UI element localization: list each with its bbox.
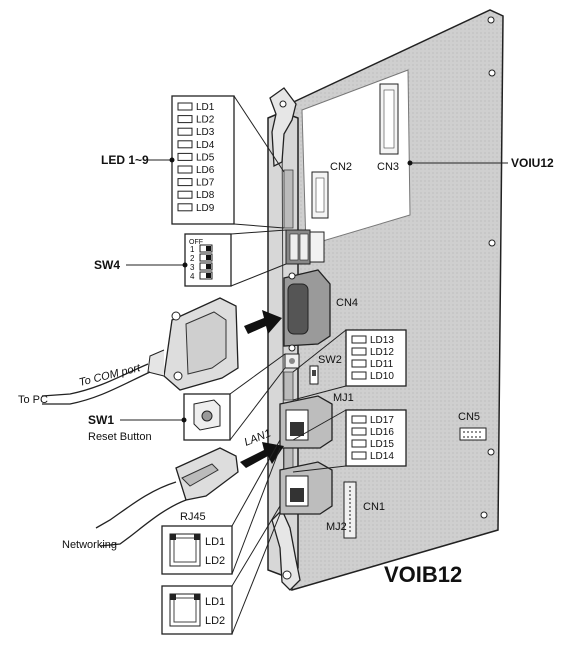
sw4-knob-3 — [206, 264, 211, 269]
sw4-knob-1 — [206, 246, 211, 251]
led-group-1-indicator-6 — [177, 165, 193, 174]
cn4-serial-connector — [283, 269, 331, 352]
led-group-1-indicator-9 — [177, 203, 193, 212]
mj2-ld2-label: LD2 — [205, 615, 225, 627]
led-group-2-label-3: LD11 — [370, 359, 394, 370]
sw2-label: SW2 — [318, 354, 342, 366]
cn4-label: CN4 — [336, 297, 358, 309]
rj45-label: RJ45 — [180, 511, 206, 523]
faceplate-led-strip-2 — [283, 371, 294, 401]
cn5-header — [459, 427, 487, 441]
led-group-3-indicator-1 — [351, 415, 367, 424]
led-group-1-label-4: LD4 — [196, 140, 215, 151]
serial-cable-plug — [41, 297, 239, 405]
sw4-knob-4 — [206, 273, 211, 278]
led-group-1-label-3: LD3 — [196, 127, 215, 138]
led-group-3-indicator-4 — [351, 451, 367, 460]
sw4-position-label-3: 3 — [190, 263, 195, 272]
mj1-ethernet-jack — [279, 395, 333, 449]
mj1-ld2-label: LD2 — [205, 555, 225, 567]
sw1-reset-button-on-board — [284, 353, 300, 369]
led-group-1-indicator-5 — [177, 152, 193, 161]
to-pc-label: To PC — [18, 394, 48, 406]
cn3-connector — [379, 83, 399, 155]
faceplate-led-strip-1 — [283, 169, 294, 229]
sw4-dip-switch — [285, 229, 325, 265]
sw4-label: SW4 — [94, 258, 120, 272]
led-group-2-label-1: LD13 — [370, 335, 394, 346]
mj1-label: MJ1 — [333, 392, 354, 404]
sw1-callout — [183, 353, 286, 441]
led-group-3-label-4: LD14 — [370, 451, 394, 462]
mj2-ld1-label: LD1 — [205, 596, 225, 608]
voiu12-label: VOIU12 — [511, 156, 554, 170]
led-group-1-indicator-7 — [177, 178, 193, 187]
led-group-2-indicator-3 — [351, 359, 367, 368]
arrow-to-mj1 — [240, 442, 284, 468]
led-group-2-indicator-4 — [351, 371, 367, 380]
led-group-1-label-9: LD9 — [196, 203, 215, 214]
cn1-connector — [343, 481, 357, 539]
led-group-1-label-6: LD6 — [196, 165, 215, 176]
mj2-led-callout — [161, 505, 281, 635]
led-group-1-label-5: LD5 — [196, 152, 215, 163]
com-port-label: To COM port — [78, 362, 143, 389]
cn1-label: CN1 — [363, 501, 385, 513]
rj45-plug — [95, 447, 239, 547]
cn5-label: CN5 — [458, 411, 480, 423]
sw1-subtitle: Reset Button — [88, 431, 152, 443]
mj2-ethernet-jack — [279, 461, 333, 515]
led-group-1-indicator-2 — [177, 115, 193, 124]
bottom-ejector-lever — [271, 508, 301, 591]
led-group-1-indicator-1 — [177, 102, 193, 111]
led-group-1-label-2: LD2 — [196, 115, 215, 126]
sw2-switch — [309, 365, 319, 385]
board-name: VOIB12 — [384, 562, 462, 587]
led-1-9-label: LED 1~9 — [101, 153, 149, 167]
led-group-1-indicator-3 — [177, 127, 193, 136]
led-group-2-label-4: LD10 — [370, 371, 394, 382]
led-group-3-label-2: LD16 — [370, 427, 394, 438]
led-group-1-label-8: LD8 — [196, 190, 215, 201]
sw1-label: SW1 — [88, 413, 114, 427]
cn3-label: CN3 — [377, 161, 399, 173]
led-group-3-indicator-2 — [351, 427, 367, 436]
led-group-2-label-2: LD12 — [370, 347, 394, 358]
sw4-off-label: OFF — [189, 239, 203, 246]
sw4-position-label-1: 1 — [190, 245, 195, 254]
mj2-label: MJ2 — [326, 521, 347, 533]
led-group-2-indicator-2 — [351, 347, 367, 356]
sw4-position-label-2: 2 — [190, 254, 195, 263]
top-ejector-lever — [269, 87, 297, 168]
led-group-1-label-7: LD7 — [196, 178, 215, 189]
sw4-position-label-4: 4 — [190, 272, 195, 281]
cn2-connector — [311, 171, 329, 219]
led-group-1-label-1: LD1 — [196, 102, 215, 113]
led-group-2-indicator-1 — [351, 335, 367, 344]
arrow-to-cn4 — [244, 310, 282, 334]
led-group-3-indicator-3 — [351, 439, 367, 448]
sw4-knob-2 — [206, 255, 211, 260]
mj1-led-callout — [161, 439, 281, 575]
cn2-label: CN2 — [330, 161, 352, 173]
led-group-1-indicator-8 — [177, 190, 193, 199]
led-group-3-label-3: LD15 — [370, 439, 394, 450]
led-group-1-indicator-4 — [177, 140, 193, 149]
mj1-ld1-label: LD1 — [205, 536, 225, 548]
led-group-3-label-1: LD17 — [370, 415, 394, 426]
networking-label: Networking — [62, 539, 117, 551]
